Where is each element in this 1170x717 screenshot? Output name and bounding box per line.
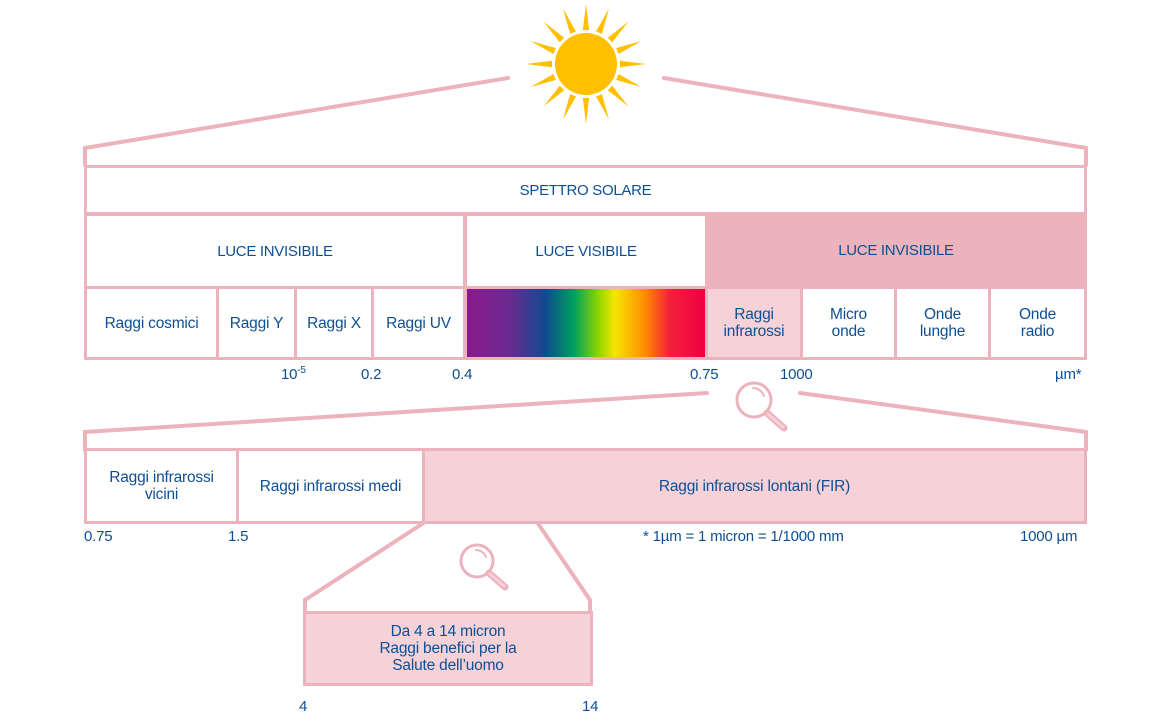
band-radio-waves-line1: Onde: [1018, 306, 1057, 323]
fir-detail-line3: Salute dell’uomo: [392, 657, 504, 674]
divider: [463, 212, 467, 359]
sun-ray: [614, 41, 642, 56]
band-infrared: Raggi infrarossi: [708, 289, 800, 357]
band-microwaves: Micro onde: [803, 289, 894, 357]
tick-0-75: 0.75: [690, 366, 719, 383]
band-long-waves-line2: lunghe: [919, 323, 966, 340]
sun-ray: [614, 72, 642, 87]
band-infrared-line1: Raggi: [734, 306, 774, 323]
sun-ray: [530, 41, 558, 56]
fir-connector-left: [303, 520, 427, 615]
ir-connector-left: [83, 391, 709, 452]
band-long-waves: Onde lunghe: [897, 289, 988, 357]
group-visible: LUCE VISIBILE: [467, 216, 705, 286]
spectrum-title: SPETTRO SOLARE: [519, 181, 652, 199]
band-near-infrared-line2: vicini: [144, 486, 179, 503]
tick-0-4: 0.4: [452, 366, 473, 383]
band-x-rays: Raggi X: [297, 289, 371, 357]
sun-ray: [594, 8, 609, 36]
fir-detail-box: Da 4 a 14 micron Raggi benefici per la S…: [306, 614, 590, 683]
band-far-infrared: Raggi infrarossi lontani (FIR): [425, 451, 1084, 521]
band-near-infrared: Raggi infrarossi vicini: [87, 451, 236, 521]
ir-tick-1-5: 1.5: [228, 528, 249, 545]
sun-ray: [606, 84, 629, 107]
spectrum-title-row: [84, 165, 1087, 214]
sun-ray: [563, 8, 578, 36]
fir-detail-line2: Raggi benefici per la: [379, 640, 517, 657]
tick-1e-5: 10-5: [281, 365, 306, 383]
tick-0-2: 0.2: [361, 366, 382, 383]
sun-ray: [582, 95, 590, 124]
band-cosmic-rays: Raggi cosmici: [87, 289, 216, 357]
ir-connector-right: [798, 391, 1088, 452]
sun-ray: [530, 72, 558, 87]
micron-footnote: * 1µm = 1 micron = 1/1000 mm: [643, 528, 844, 545]
group-invisible-right: LUCE INVISIBILE: [705, 212, 1087, 288]
sun-ray: [617, 60, 646, 68]
fir-detail-line1: Da 4 a 14 micron: [390, 623, 506, 640]
fir-tick-4: 4: [299, 698, 308, 715]
sun-ray: [606, 21, 629, 44]
sun-connector-right: [662, 76, 1088, 167]
band-microwaves-line1: Micro: [830, 306, 867, 323]
band-long-waves-line1: Onde: [923, 306, 962, 323]
fir-connector-right: [535, 520, 592, 615]
band-radio-waves: Onde radio: [991, 289, 1084, 357]
sun-ray: [594, 92, 609, 120]
sun-ray: [543, 84, 566, 107]
sun-ray: [526, 60, 555, 68]
visible-spectrum-gradient: [467, 289, 705, 357]
divider: [84, 212, 1087, 216]
band-gamma-rays: Raggi Y: [219, 289, 294, 357]
sun-connector-left: [83, 76, 510, 167]
band-microwaves-line2: onde: [831, 323, 866, 340]
band-uv-rays: Raggi UV: [374, 289, 463, 357]
tick-1000: 1000: [780, 366, 813, 383]
band-near-infrared-line1: Raggi infrarossi: [109, 469, 214, 486]
band-radio-waves-line2: radio: [1020, 323, 1055, 340]
magnifying-glass-icon: [459, 543, 509, 591]
group-invisible-left: LUCE INVISIBILE: [87, 216, 463, 286]
ir-tick-0-75: 0.75: [84, 528, 113, 545]
ir-tick-1000: 1000 µm: [1020, 528, 1078, 545]
sun-ray: [543, 21, 566, 44]
tick-1e-5-exponent: -5: [297, 365, 306, 376]
fir-tick-14: 14: [582, 698, 599, 715]
unit-label: µm*: [1055, 366, 1082, 383]
magnifying-glass-icon: [735, 381, 788, 432]
sun-ray: [582, 4, 590, 33]
band-mid-infrared: Raggi infrarossi medi: [239, 451, 422, 521]
tick-1e-5-base: 10: [281, 366, 298, 383]
sun-icon: [526, 4, 646, 124]
band-infrared-line2: infrarossi: [723, 323, 785, 340]
sun-ray: [563, 92, 578, 120]
